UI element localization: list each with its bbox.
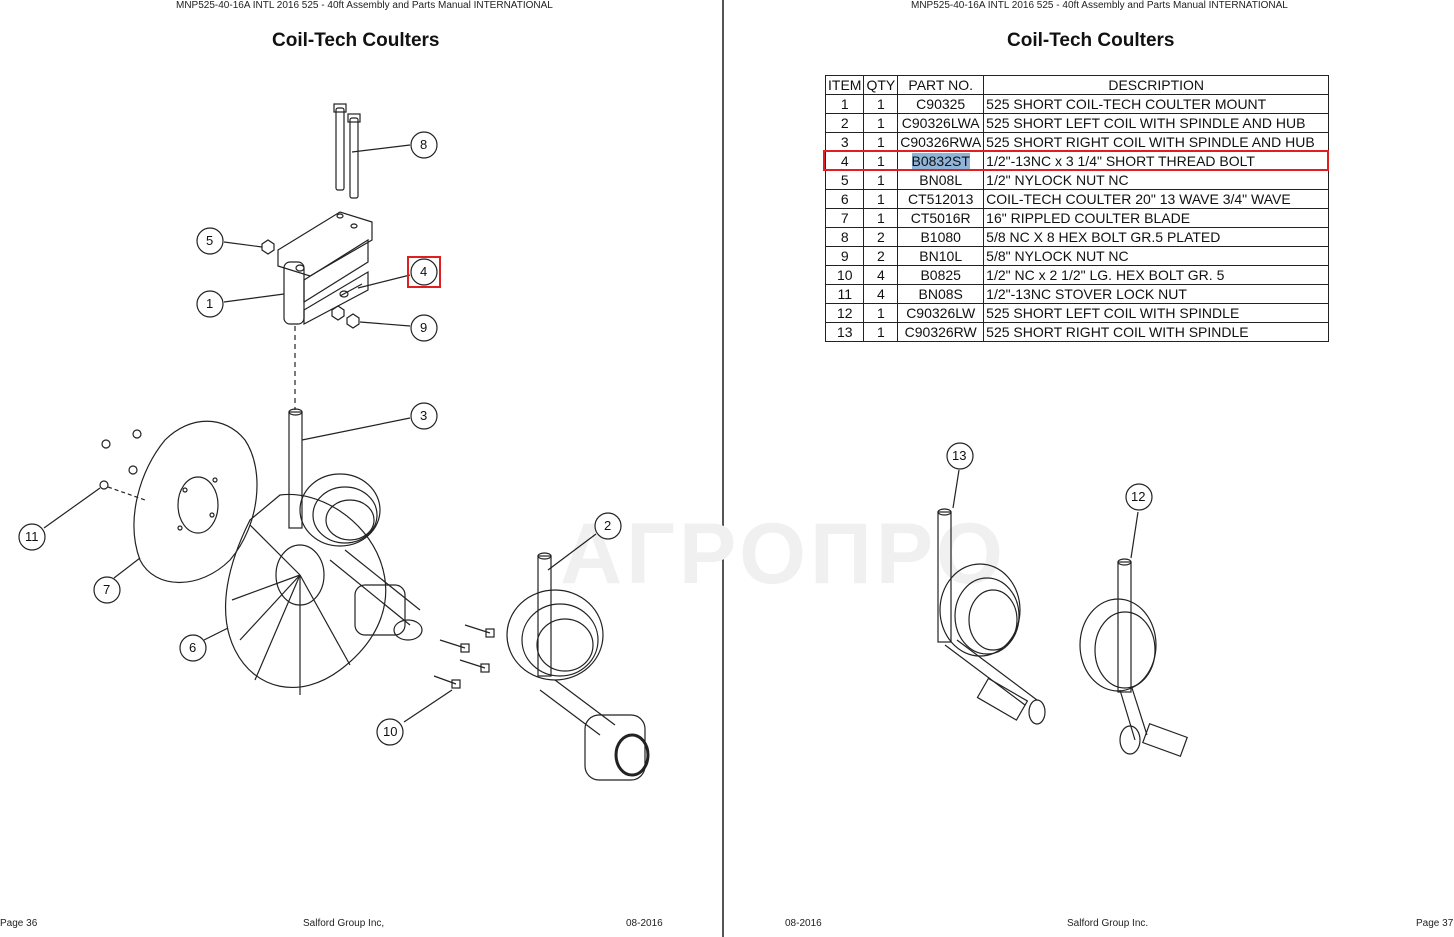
callout-4: 4 [420, 264, 428, 279]
blade-7-drawing [133, 420, 258, 583]
cell-description: 525 SHORT LEFT COIL WITH SPINDLE AND HUB [983, 113, 1330, 133]
callout-8: 8 [420, 137, 428, 152]
right-page: MNP525-40-16A INTL 2016 525 - 40ft Assem… [725, 0, 1454, 937]
watermark: АГРОПРО [560, 506, 1007, 602]
right-footer-page: Page 37 [1416, 918, 1454, 929]
callout-2: 2 [604, 518, 612, 533]
nut-9-drawing [331, 305, 360, 329]
right-page-header: MNP525-40-16A INTL 2016 525 - 40ft Assem… [911, 0, 1288, 11]
callout-12: 12 [1131, 489, 1146, 504]
left-page: MNP525-40-16A INTL 2016 525 - 40ft Assem… [0, 0, 722, 937]
callout-circles-right [946, 442, 1153, 511]
cell-item: 12 [824, 303, 865, 323]
cell-description: 525 SHORT RIGHT COIL WITH SPINDLE AND HU… [983, 132, 1330, 152]
cell-description: 525 SHORT LEFT COIL WITH SPINDLE [983, 303, 1330, 323]
coil-12-drawing [1079, 558, 1188, 758]
coil-13-drawing [937, 508, 1046, 725]
right-footer-date: 08-2016 [785, 918, 822, 929]
cell-part-no: BN08L [897, 170, 985, 190]
left-page-title: Coil-Tech Coulters [272, 30, 440, 51]
row-4-highlight [823, 150, 1329, 171]
nuts-11-drawing [99, 429, 146, 501]
right-page-title: Coil-Tech Coulters [1007, 30, 1175, 51]
cell-item: 4 [824, 151, 865, 171]
right-footer-company: Salford Group Inc. [1067, 918, 1149, 929]
callout-9: 9 [420, 320, 428, 335]
callout-10: 10 [383, 724, 398, 739]
callout-circles [18, 131, 622, 746]
cell-part-no: BN10L [897, 246, 985, 266]
cell-item: 13 [824, 322, 865, 342]
coulter-assembly-diagram [18, 103, 650, 781]
col-item: ITEM [824, 75, 865, 95]
cell-description: 525 SHORT COIL-TECH COULTER MOUNT [983, 94, 1330, 114]
callout-leaders-right [952, 469, 1139, 559]
callout-3: 3 [420, 408, 428, 423]
cell-part-no: C90326RW [897, 322, 985, 342]
mount-1-drawing [277, 211, 373, 325]
callout-1: 1 [206, 296, 214, 311]
cell-part-no: C90326LW [897, 303, 985, 323]
col-qty: QTY [863, 75, 899, 95]
callouts [43, 144, 597, 723]
left-page-header: MNP525-40-16A INTL 2016 525 - 40ft Assem… [176, 0, 553, 11]
spindle-3-drawing [288, 408, 423, 641]
cell-description: 1/2" NC x 2 1/2" LG. HEX BOLT GR. 5 [983, 265, 1330, 285]
callout-13: 13 [952, 448, 967, 463]
left-footer-date: 08-2016 [626, 918, 663, 929]
bolt-8-drawing [333, 103, 361, 199]
coulter-6-drawing [224, 493, 387, 695]
nut-5-drawing [261, 239, 275, 255]
callout-5: 5 [206, 233, 214, 248]
cell-part-no: C90326LWA [897, 113, 985, 133]
selected-part-number[interactable]: B0832ST [911, 153, 970, 169]
coil-spindle-diagram [937, 442, 1188, 758]
callout-6: 6 [189, 640, 197, 655]
left-footer-company: Salford Group Inc, [303, 918, 385, 929]
coil-2-drawing [506, 552, 650, 781]
bolts-10-drawing [433, 624, 495, 689]
callout-4-highlight [407, 256, 441, 288]
cell-part-no: C90326RWA [897, 132, 985, 152]
cell-description: 525 SHORT RIGHT COIL WITH SPINDLE [983, 322, 1330, 342]
bolt-4-drawing [339, 283, 363, 298]
cell-description: 5/8 NC X 8 HEX BOLT GR.5 PLATED [983, 227, 1330, 247]
callout-7: 7 [103, 582, 111, 597]
callout-11: 11 [25, 529, 39, 544]
left-footer-page: Page 36 [0, 918, 38, 929]
page-divider [722, 0, 724, 937]
